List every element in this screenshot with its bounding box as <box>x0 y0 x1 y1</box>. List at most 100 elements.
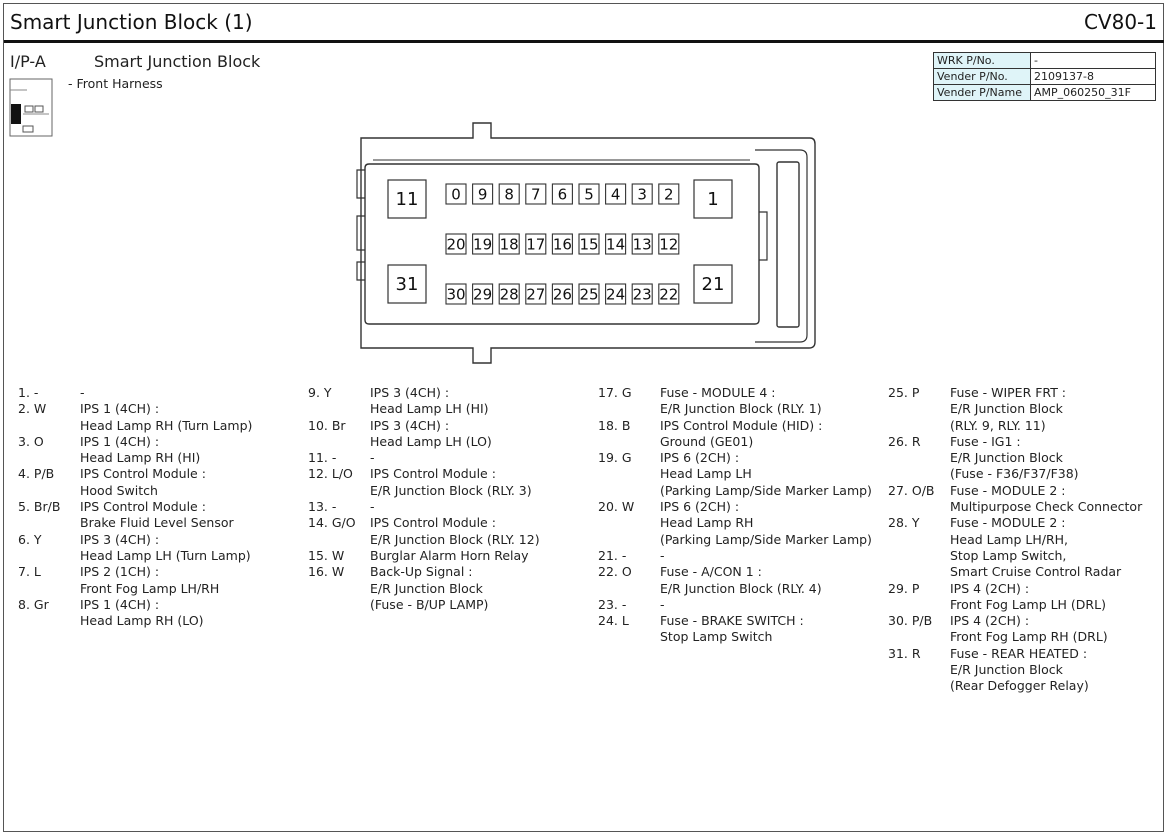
pin-description: E/R Junction Block <box>950 662 1063 678</box>
pin-number-color: 4. P/B <box>18 466 55 482</box>
pin-description-line: E/R Junction Block <box>888 662 1142 678</box>
large-pin-cell: 31 <box>387 264 427 304</box>
pin-description: Fuse - REAR HEATED : <box>950 645 1088 661</box>
pin-description-line: 1. -- <box>18 385 252 401</box>
pin-label: 2 <box>664 186 674 204</box>
pin-number-spacer <box>888 548 950 564</box>
pin-number-color: 12. L/O <box>308 466 353 482</box>
pin-cell: 2 <box>658 183 680 205</box>
pin-description: Head Lamp RH <box>660 515 754 531</box>
pin-description: Front Fog Lamp LH/RH <box>80 580 220 596</box>
pin-cell: 0 <box>445 183 467 205</box>
large-pin-cell: 11 <box>387 179 427 219</box>
pin-label: 25 <box>579 286 598 304</box>
pin-label: 18 <box>500 236 519 254</box>
pin-number-color: 14. G/O <box>308 515 356 531</box>
header-rule <box>4 40 1164 43</box>
page-code: CV80-1 <box>1083 10 1157 34</box>
pin-description: IPS 4 (2CH) : <box>950 613 1030 629</box>
large-pin-cell: 1 <box>693 179 733 219</box>
pin-number-color: 20. W <box>598 499 635 515</box>
pin-number-color: 18. B <box>598 417 631 433</box>
pin-cell: 27 <box>525 283 547 305</box>
pin-label: 7 <box>531 186 541 204</box>
pin-description-line: Head Lamp RH (LO) <box>18 613 252 629</box>
pin-cell: 7 <box>525 183 547 205</box>
pin-description: Fuse - BRAKE SWITCH : <box>660 613 804 629</box>
page-frame <box>3 3 1164 832</box>
pin-number-color: 27. O/B <box>888 482 935 498</box>
pin-cell: 15 <box>578 233 600 255</box>
pin-label: 24 <box>606 286 625 304</box>
pin-description: E/R Junction Block <box>950 401 1063 417</box>
pin-number-spacer <box>18 581 80 597</box>
pin-description: E/R Junction Block <box>370 580 483 596</box>
part-row-vender-no: Vender P/No. 2109137-8 <box>933 68 1156 85</box>
part-value: - <box>1030 52 1156 69</box>
pin-description: IPS Control Module : <box>80 466 206 482</box>
pin-number-color: 25. P <box>888 385 920 400</box>
pin-number-spacer <box>18 483 80 499</box>
pin-description-line: Head Lamp LH (LO) <box>308 434 540 450</box>
pin-description: E/R Junction Block <box>950 450 1063 466</box>
pin-number-spacer <box>888 466 950 482</box>
pin-number-color: 3. O <box>18 433 44 449</box>
pin-label: 22 <box>659 286 678 304</box>
pin-number-spacer <box>598 466 660 482</box>
pin-cell: 13 <box>631 233 653 255</box>
pin-description: Fuse - WIPER FRT : <box>950 385 1067 400</box>
pin-cell: 8 <box>498 183 520 205</box>
pin-number-color: 28. Y <box>888 515 920 531</box>
pin-description: Front Fog Lamp RH (DRL) <box>950 629 1108 645</box>
pin-description: Fuse - A/CON 1 : <box>660 564 762 580</box>
pin-description-line: 23. -- <box>598 597 872 613</box>
pin-description: Head Lamp LH (LO) <box>370 433 492 449</box>
pin-cell: 4 <box>605 183 627 205</box>
pin-cell: 19 <box>472 233 494 255</box>
pin-number-color: 17. G <box>598 385 632 400</box>
pin-number-color: 26. R <box>888 433 921 449</box>
pin-description: E/R Junction Block (RLY. 12) <box>370 531 540 547</box>
pin-cell: 30 <box>445 283 467 305</box>
page-title: Smart Junction Block (1) <box>10 10 253 34</box>
pin-description-line: Hood Switch <box>18 483 252 499</box>
pin-number-spacer <box>18 418 80 434</box>
pin-number-color: 8. Gr <box>18 596 49 612</box>
pin-description: Head Lamp RH (HI) <box>80 450 201 466</box>
pin-number-spacer <box>888 597 950 613</box>
part-value: 2109137-8 <box>1030 68 1156 85</box>
pin-description: Stop Lamp Switch <box>660 629 773 645</box>
pin-number-color: 13. - <box>308 499 337 515</box>
pin-number-spacer <box>888 401 950 417</box>
pin-number-spacer <box>18 515 80 531</box>
part-row-vender-name: Vender P/Name AMP_060250_31F <box>933 84 1156 101</box>
pin-cell: 26 <box>551 283 573 305</box>
pin-description-line: E/R Junction Block <box>888 450 1142 466</box>
pin-description: (Parking Lamp/Side Marker Lamp) <box>660 482 872 498</box>
pin-description: Head Lamp LH <box>660 466 752 482</box>
pin-description-line: Front Fog Lamp RH (DRL) <box>888 629 1142 645</box>
pin-description-line: 11. -- <box>308 450 540 466</box>
pin-description: Stop Lamp Switch, <box>950 547 1067 563</box>
pin-number-spacer <box>598 483 660 499</box>
pin-label: 28 <box>500 286 519 304</box>
pin-number-color: 10. Br <box>308 417 346 433</box>
pin-number-spacer <box>598 532 660 548</box>
connector-subtitle: - Front Harness <box>68 76 163 91</box>
pin-cell: 24 <box>605 283 627 305</box>
pin-number-color: 2. W <box>18 401 47 417</box>
pin-number-spacer <box>888 629 950 645</box>
pin-description: IPS 6 (2CH) : <box>660 499 740 515</box>
pin-label: 0 <box>451 186 461 204</box>
